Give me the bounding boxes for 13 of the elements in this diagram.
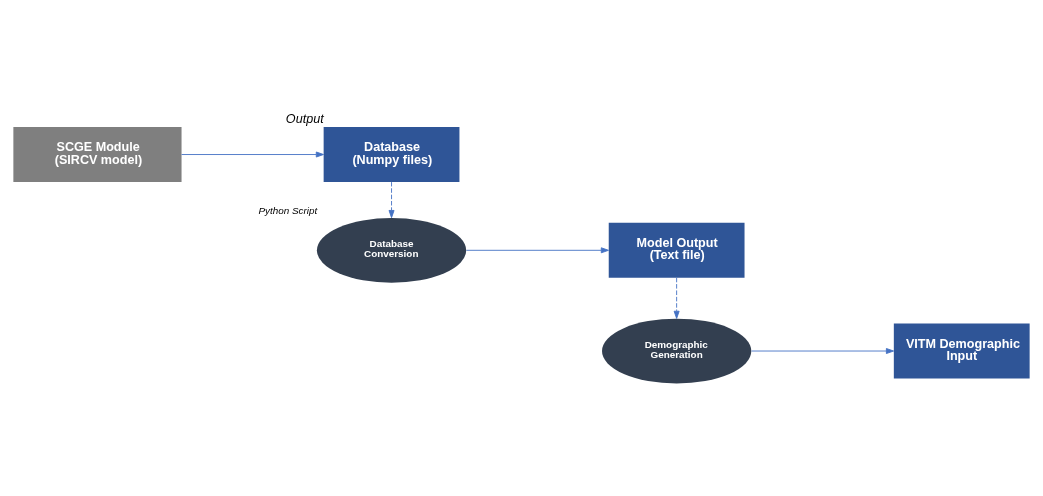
node-ellipse: Demographic Generation <box>602 318 752 383</box>
arrow <box>388 181 395 218</box>
node-box: SCGE Module (SIRCV model) <box>13 126 182 182</box>
arrow <box>466 246 609 253</box>
node-ellipse: Database Conversion <box>316 217 467 283</box>
arrow <box>181 151 324 157</box>
node-label: Output <box>285 111 324 126</box>
node-label: Python Script <box>258 204 318 216</box>
arrow <box>751 347 895 354</box>
node-box: Database (Numpy files) <box>323 126 460 182</box>
node-box: Model Output (Text file) <box>608 222 745 278</box>
arrow <box>673 277 680 319</box>
node-box: VITM Demographic Input <box>893 323 1030 378</box>
